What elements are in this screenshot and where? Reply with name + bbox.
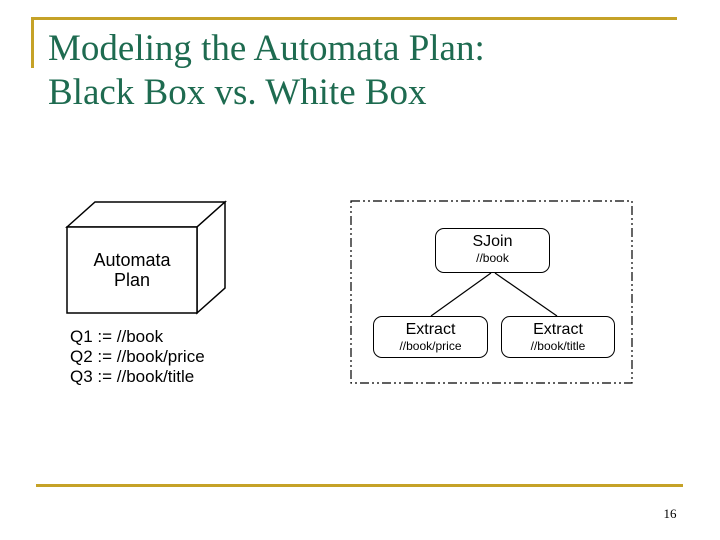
connector-sjoin-extract-title: [494, 272, 558, 317]
slide-title: Modeling the Automata Plan: Black Box vs…: [48, 27, 485, 115]
sjoin-node: SJoin //book: [435, 228, 550, 273]
sjoin-node-path: //book: [476, 251, 509, 265]
extract-price-node-path: //book/price: [399, 339, 462, 353]
slide-title-line2: Black Box vs. White Box: [48, 72, 427, 113]
top-accent-line: [31, 17, 677, 20]
automata-plan-label-line1: Automata: [93, 250, 171, 270]
automata-plan-label-line2: Plan: [113, 270, 151, 290]
extract-price-node: Extract //book/price: [373, 316, 488, 358]
query-list: Q1 := //book Q2 := //book/price Q3 := //…: [70, 327, 205, 387]
extract-title-node-path: //book/title: [530, 339, 586, 353]
sjoin-node-title: SJoin: [472, 233, 513, 250]
automata-box-right-face: [196, 200, 226, 315]
query-line-q1: Q1 := //book: [70, 327, 164, 346]
bottom-accent-line: [36, 484, 683, 487]
extract-price-node-title: Extract: [405, 321, 456, 338]
query-line-q3: Q3 := //book/title: [70, 367, 195, 386]
automata-plan-label: Automata Plan: [67, 227, 197, 313]
query-line-q2: Q2 := //book/price: [70, 347, 205, 366]
slide-title-line1: Modeling the Automata Plan:: [48, 28, 485, 69]
left-accent-bar: [31, 17, 34, 68]
page-number: 16: [663, 506, 677, 521]
extract-title-node: Extract //book/title: [501, 316, 615, 358]
extract-title-node-title: Extract: [533, 321, 583, 338]
automata-box-top-face: [65, 201, 227, 228]
connector-sjoin-extract-price: [430, 272, 492, 317]
